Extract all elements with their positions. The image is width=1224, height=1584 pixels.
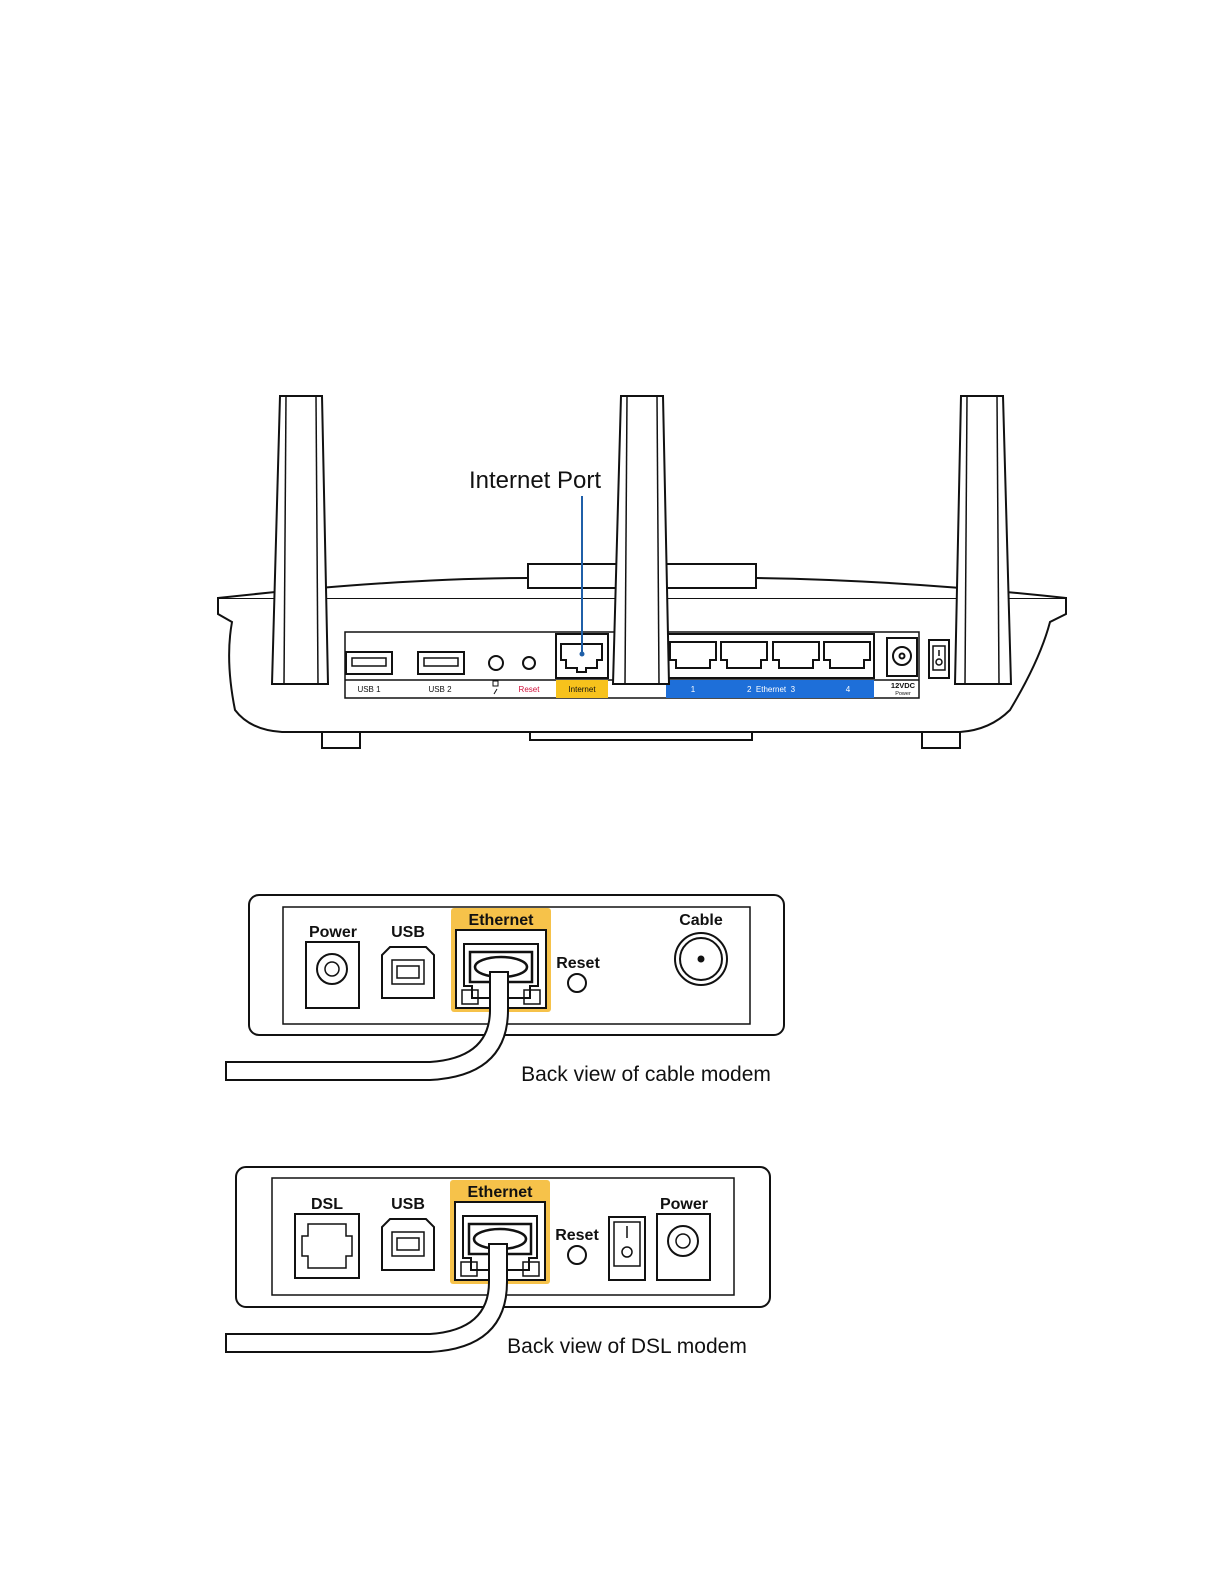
lan-label-4: 4	[846, 685, 851, 694]
dsl-power-switch	[609, 1217, 645, 1280]
internet-label: Internet	[568, 685, 596, 694]
lan-port-2	[721, 642, 767, 668]
dsl-phone-port	[295, 1214, 359, 1278]
dsl-usb-port	[382, 1219, 434, 1270]
usb1-label: USB 1	[357, 685, 381, 694]
dsl-reset-button	[568, 1246, 586, 1264]
lan-port-4	[824, 642, 870, 668]
dsl-dsl-label: DSL	[311, 1196, 343, 1213]
usb1-port	[346, 652, 392, 674]
cable-reset-label: Reset	[556, 955, 600, 972]
dsl-reset-label: Reset	[555, 1227, 599, 1244]
dsl-power-label: Power	[660, 1196, 708, 1213]
dsl-power-jack	[657, 1214, 710, 1280]
cable-ethernet-label: Ethernet	[469, 912, 535, 929]
dsl-usb-label: USB	[391, 1196, 425, 1213]
antenna-right	[955, 396, 1011, 684]
wps-button	[489, 656, 503, 670]
cable-power-jack	[306, 942, 359, 1008]
cable-usb-port	[382, 947, 434, 998]
usb2-port	[418, 652, 464, 674]
cable-cable-label: Cable	[679, 912, 723, 929]
router-back-view	[218, 396, 1066, 748]
callout-dot	[580, 652, 585, 657]
cable-power-label: Power	[309, 924, 357, 941]
cable-coax-connector	[675, 933, 727, 985]
cable-modem-caption: Back view of cable modem	[521, 1063, 771, 1086]
antenna-center	[613, 396, 669, 684]
power-jack	[887, 638, 917, 676]
internet-port-callout-text: Internet Port	[469, 467, 601, 494]
lan-label-1: 1	[691, 685, 696, 694]
reset-button	[523, 657, 535, 669]
lan-port-1	[670, 642, 716, 668]
power-switch	[929, 640, 949, 678]
power-voltage-label: 12VDC	[891, 681, 916, 690]
router-foot-left	[322, 732, 360, 748]
power-sub-label: Power	[895, 691, 911, 697]
router-foot-right	[922, 732, 960, 748]
cable-usb-label: USB	[391, 924, 425, 941]
antenna-left	[272, 396, 328, 684]
lan-port-3	[773, 642, 819, 668]
dsl-modem-caption: Back view of DSL modem	[507, 1335, 747, 1358]
reset-label: Reset	[519, 685, 541, 694]
dsl-ethernet-label: Ethernet	[468, 1184, 534, 1201]
cable-reset-button	[568, 974, 586, 992]
router-bottom-step	[530, 732, 752, 740]
lan-label-ethernet: 2 Ethernet 3	[747, 685, 796, 694]
usb2-label: USB 2	[428, 685, 452, 694]
